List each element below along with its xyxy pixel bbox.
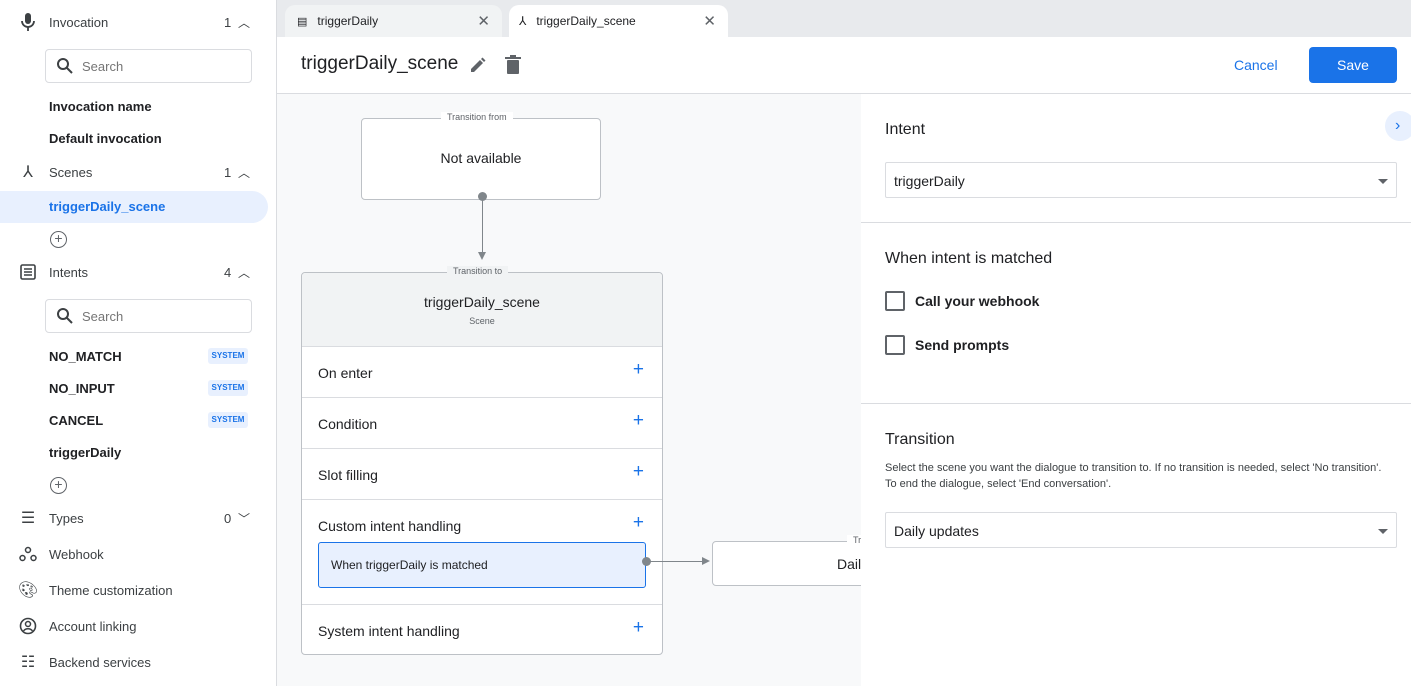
editor-header: triggerDaily_scene Cancel Save — [277, 37, 1411, 94]
transition-help-text: Select the scene you want the dialogue t… — [885, 462, 1382, 490]
sidebar-item-intent[interactable]: NO_INPUT — [49, 381, 115, 396]
arrow-head — [702, 557, 710, 565]
sidebar-section-intents[interactable]: Intents 4 ︿ — [0, 257, 277, 287]
sidebar-item-webhook[interactable]: Webhook — [0, 539, 277, 569]
custom-intent-handling-row[interactable]: Custom intent handling+ When triggerDail… — [302, 499, 662, 604]
sidebar-item-intent[interactable]: NO_MATCH — [49, 349, 122, 364]
send-prompts-checkbox[interactable] — [885, 335, 905, 355]
intents-search[interactable] — [45, 299, 252, 333]
system-badge: SYSTEM — [208, 412, 248, 428]
dropdown-arrow-icon — [1378, 179, 1388, 184]
call-webhook-checkbox[interactable] — [885, 291, 905, 311]
sidebar-item-default-invocation[interactable]: Default invocation — [49, 131, 162, 146]
add-icon[interactable]: + — [632, 461, 644, 482]
intent-select[interactable]: triggerDaily — [885, 162, 1397, 198]
add-icon[interactable]: + — [632, 617, 644, 638]
connector-dot — [478, 192, 487, 201]
close-icon[interactable]: ✕ — [477, 13, 490, 30]
cancel-button[interactable]: Cancel — [1234, 57, 1278, 73]
sidebar-section-types[interactable]: ☰ Types 0 ﹀ — [0, 503, 277, 533]
system-badge: SYSTEM — [208, 348, 248, 364]
account-circle-icon — [18, 616, 38, 636]
invocation-search[interactable] — [45, 49, 252, 83]
scene-icon: ⅄ — [519, 14, 527, 28]
invocation-search-input[interactable] — [82, 58, 232, 74]
sidebar: Invocation 1 ︿ Invocation name Default i… — [0, 0, 277, 686]
sidebar-item-intent[interactable]: CANCEL — [49, 413, 104, 428]
tab-bar: ▤ triggerDaily ✕ ⅄ triggerDaily_scene ✕ — [277, 0, 1411, 37]
add-icon[interactable]: + — [632, 359, 644, 380]
intent-icon: ▤ — [297, 15, 308, 28]
condition-row[interactable]: Condition+ — [302, 397, 662, 448]
close-icon[interactable]: ✕ — [703, 13, 716, 30]
dropdown-arrow-icon — [1378, 529, 1388, 534]
system-intent-handling-row[interactable]: System intent handling+ — [302, 604, 662, 655]
add-icon[interactable]: + — [632, 512, 644, 533]
chevron-up-icon[interactable]: ︿ — [238, 15, 251, 30]
palette-icon: 🎨︎ — [17, 582, 39, 599]
arrow-head — [478, 252, 486, 260]
microphone-icon — [18, 12, 38, 32]
sidebar-item-intent[interactable]: triggerDaily — [49, 445, 122, 460]
scene-icon: ⅄ — [23, 164, 33, 181]
sidebar-item-theme[interactable]: 🎨︎ Theme customization — [17, 582, 173, 599]
scene-node: Transition to triggerDaily_scene Scene O… — [301, 266, 663, 655]
intent-handler-item[interactable]: When triggerDaily is matched — [318, 542, 646, 588]
intent-handler-panel: › Intent triggerDaily When intent is mat… — [861, 94, 1411, 686]
page-title: triggerDaily_scene — [301, 53, 459, 74]
save-button[interactable]: Save — [1309, 47, 1397, 83]
chevron-up-icon[interactable]: ︿ — [238, 265, 251, 280]
chevron-up-icon[interactable]: ︿ — [238, 165, 251, 180]
types-icon: ☰ — [20, 510, 36, 527]
chevron-right-icon[interactable]: › — [1385, 111, 1411, 141]
sidebar-section-scenes[interactable]: ⅄ Scenes 1 ︿ — [0, 157, 277, 187]
sidebar-item-backend-services[interactable]: ☷ Backend services — [0, 647, 277, 677]
sidebar-item-invocation-name[interactable]: Invocation name — [49, 99, 152, 114]
scene-canvas: Transition from Not available Transition… — [277, 94, 861, 686]
system-badge: SYSTEM — [208, 380, 248, 396]
intent-list-icon — [18, 262, 38, 282]
tab-triggerdaily[interactable]: ▤ triggerDaily ✕ — [285, 5, 502, 37]
sidebar-section-invocation[interactable]: Invocation 1 ︿ — [0, 7, 277, 37]
connector-line — [650, 561, 705, 562]
slot-filling-row[interactable]: Slot filling+ — [302, 448, 662, 499]
delete-icon[interactable] — [505, 55, 521, 75]
on-enter-row[interactable]: On enter+ — [302, 346, 662, 397]
transition-target-node[interactable]: Tr Dail — [712, 535, 861, 586]
webhook-icon — [18, 544, 38, 564]
sidebar-item-account-linking[interactable]: Account linking — [0, 611, 277, 641]
tab-triggerdaily-scene[interactable]: ⅄ triggerDaily_scene ✕ — [509, 5, 728, 37]
edit-icon[interactable] — [469, 56, 487, 74]
add-scene-icon[interactable]: + — [50, 231, 67, 248]
search-icon — [57, 308, 73, 324]
transition-select[interactable]: Daily updates — [885, 512, 1397, 548]
backend-settings-icon: ☷ — [20, 654, 36, 671]
sidebar-item-triggerdaily-scene[interactable]: triggerDaily_scene — [0, 191, 268, 223]
connector-line — [482, 200, 483, 256]
connector-dot — [642, 557, 651, 566]
scene-name: triggerDaily_scene — [424, 294, 540, 310]
intents-search-input[interactable] — [82, 308, 232, 324]
add-intent-icon[interactable]: + — [50, 477, 67, 494]
chevron-down-icon[interactable]: ﹀ — [238, 511, 251, 526]
add-icon[interactable]: + — [632, 410, 644, 431]
transition-from-node: Transition from Not available — [361, 112, 601, 200]
search-icon — [57, 58, 73, 74]
